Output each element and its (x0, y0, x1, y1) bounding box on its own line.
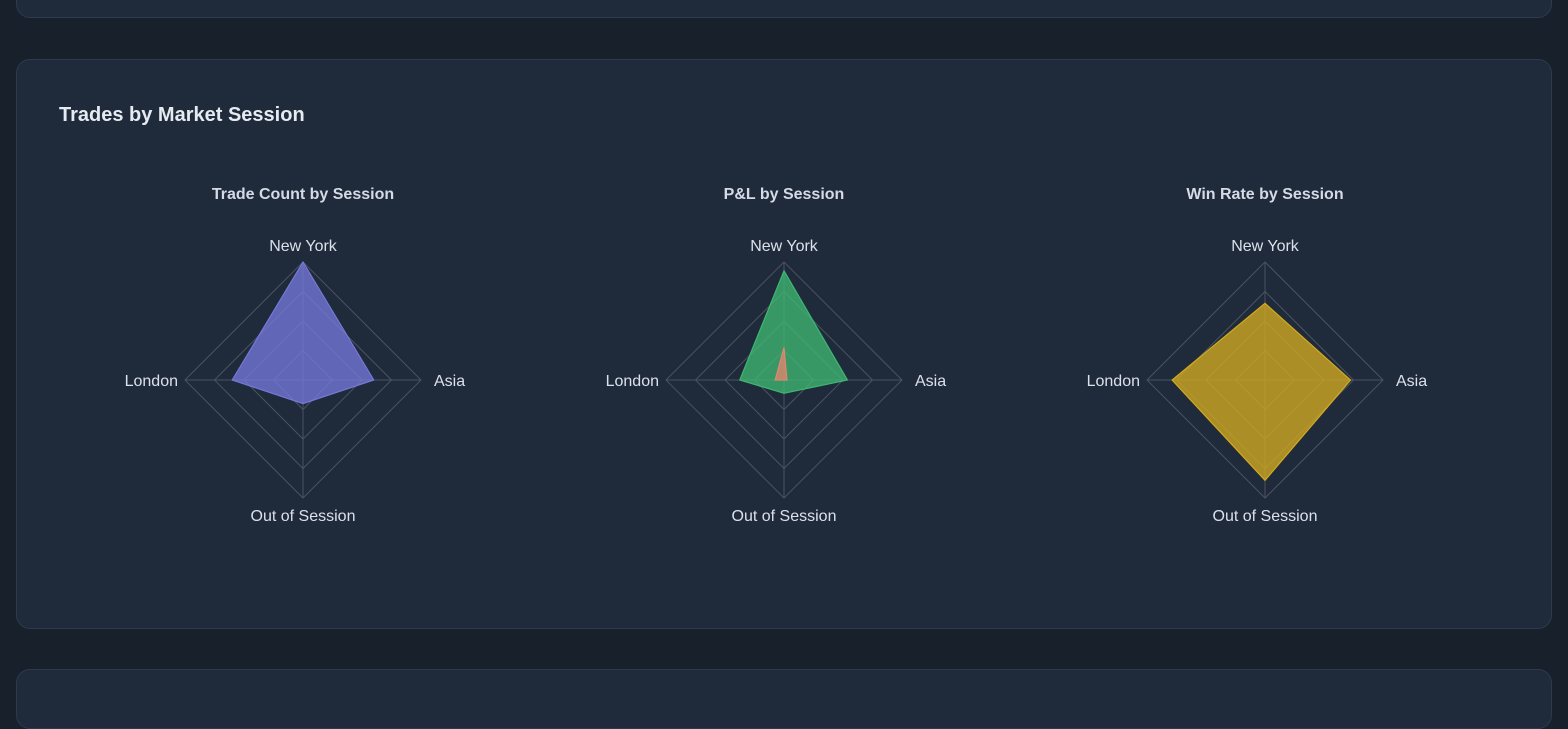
axis-label-asia: Asia (1396, 373, 1427, 390)
axis-label-london: London (1087, 373, 1140, 390)
axis-label-new-york: New York (1231, 238, 1300, 255)
win-rate-chart-title: Win Rate by Session (1186, 186, 1343, 203)
radar-charts: Trade Count by Session New York Asia Out… (125, 186, 1428, 525)
pnl-series-0-area (738, 269, 849, 394)
axis-label-out-of-session: Out of Session (732, 508, 837, 525)
axis-label-out-of-session: Out of Session (251, 508, 356, 525)
section-title: Trades by Market Session (59, 104, 305, 126)
pnl-chart-title: P&L by Session (724, 186, 845, 203)
axis-label-asia: Asia (915, 373, 946, 390)
trade-count-series-0-area (231, 260, 375, 405)
axis-label-asia: Asia (434, 373, 465, 390)
trade-count-radar: Trade Count by Session New York Asia Out… (125, 186, 466, 525)
pnl-series-1-area (774, 347, 788, 381)
win-rate-series-0-area (1171, 302, 1352, 482)
trade-count-chart-title: Trade Count by Session (212, 186, 394, 203)
axis-label-london: London (606, 373, 659, 390)
win-rate-radar: Win Rate by Session New York Asia Out of… (1087, 186, 1428, 525)
axis-label-new-york: New York (750, 238, 819, 255)
pnl-radar: P&L by Session New York Asia Out of Sess… (606, 186, 947, 525)
axis-label-new-york: New York (269, 238, 338, 255)
axis-label-out-of-session: Out of Session (1213, 508, 1318, 525)
axis-label-london: London (125, 373, 178, 390)
